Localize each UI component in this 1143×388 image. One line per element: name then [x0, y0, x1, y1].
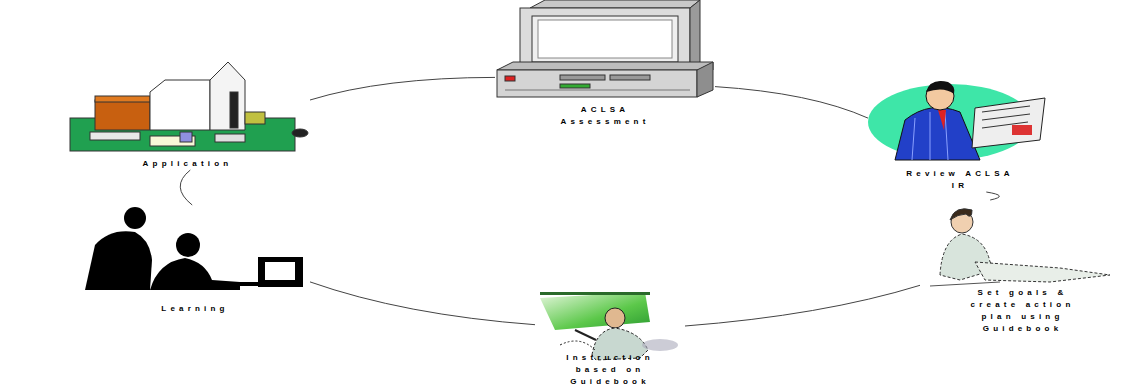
stage-node: Set goals & create action plan using Gui…: [920, 200, 1125, 335]
cycle-connector: [986, 192, 999, 200]
cycle-connector: [180, 170, 192, 205]
computer-clipart: [497, 0, 713, 97]
stage-node: ACLSA Assessment: [495, 0, 715, 128]
stage-node: Instruction based on Guidebook: [535, 290, 685, 388]
stage-node: Learning: [80, 205, 310, 315]
stage-label: Learning: [135, 303, 255, 315]
stage-label: Application: [113, 158, 263, 170]
stage-label: Instruction based on Guidebook: [558, 352, 663, 388]
teacher-clipart: [540, 292, 678, 360]
learners-clipart: [85, 207, 303, 290]
stage-label: Review ACLSA IR: [901, 168, 1019, 192]
stage-label: ACLSA Assessment: [558, 104, 653, 128]
cycle-connector: [310, 282, 535, 325]
cycle-connector: [685, 285, 920, 326]
stage-node: Review ACLSA IR: [868, 82, 1052, 192]
planner-clipart: [930, 209, 1110, 286]
stage-node: Application: [65, 60, 310, 170]
reader-clipart: [868, 81, 1045, 160]
cycle-connector: [715, 87, 868, 119]
stage-label: Set goals & create action plan using Gui…: [964, 287, 1082, 335]
cycle-connector: [310, 77, 495, 100]
buildings-clipart: [70, 62, 308, 151]
